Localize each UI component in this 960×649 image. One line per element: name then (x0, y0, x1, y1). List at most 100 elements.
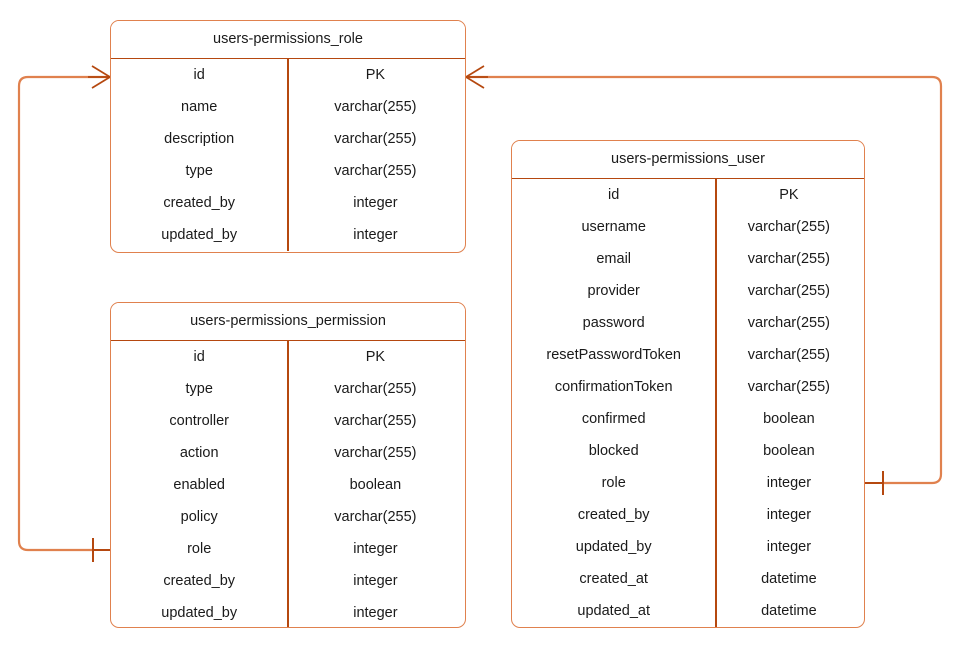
field-type: PK (365, 349, 386, 365)
field-name: name (181, 99, 218, 115)
field-type: varchar(255) (334, 381, 417, 397)
field-row: created_by integer (111, 565, 465, 597)
field-row: type varchar(255) (111, 155, 465, 187)
field-row: enabled boolean (111, 469, 465, 501)
field-row: confirmationToken varchar(255) (512, 371, 864, 403)
field-row: updated_by integer (111, 219, 465, 251)
field-type: PK (779, 187, 799, 203)
column-divider (287, 341, 289, 627)
field-row: password varchar(255) (512, 307, 864, 339)
field-type: integer (353, 541, 398, 557)
field-name: id (608, 187, 620, 203)
field-name: confirmationToken (554, 379, 673, 395)
field-name: id (193, 67, 205, 83)
field-type: integer (766, 539, 812, 555)
field-row: description varchar(255) (111, 123, 465, 155)
field-type: integer (353, 573, 398, 589)
field-row: provider varchar(255) (512, 275, 864, 307)
field-type: integer (766, 507, 812, 523)
field-name: created_by (163, 195, 236, 211)
one-marker-user-role (865, 471, 884, 495)
field-name: created_at (579, 571, 648, 587)
field-name: created_by (577, 507, 650, 523)
field-type: varchar(255) (747, 347, 830, 363)
field-name: password (582, 315, 645, 331)
field-type: varchar(255) (747, 251, 830, 267)
field-type: varchar(255) (747, 283, 830, 299)
field-row: type varchar(255) (111, 373, 465, 405)
crowsfoot-many-marker-right (465, 65, 488, 89)
field-row: action varchar(255) (111, 437, 465, 469)
field-row: confirmed boolean (512, 403, 864, 435)
field-name: resetPasswordToken (546, 347, 681, 363)
field-row: id PK (512, 179, 864, 211)
field-row: id PK (111, 341, 465, 373)
field-type: varchar(255) (747, 379, 830, 395)
field-type: integer (766, 475, 812, 491)
field-row: username varchar(255) (512, 211, 864, 243)
entity-title: users-permissions_role (111, 21, 465, 59)
field-row: created_by integer (111, 187, 465, 219)
field-name: role (187, 541, 212, 557)
field-row: policy varchar(255) (111, 501, 465, 533)
field-name: blocked (588, 443, 639, 459)
field-name: action (179, 445, 219, 461)
field-type: integer (353, 227, 398, 243)
field-row: created_by integer (512, 499, 864, 531)
field-type: varchar(255) (747, 315, 830, 331)
field-row: updated_by integer (512, 531, 864, 563)
field-type: varchar(255) (334, 509, 417, 525)
field-name: username (581, 219, 646, 235)
field-type: varchar(255) (334, 163, 417, 179)
entity-title: users-permissions_permission (111, 303, 465, 341)
field-type: boolean (763, 443, 815, 459)
field-name: updated_by (161, 605, 238, 621)
field-name: updated_by (161, 227, 238, 243)
field-type: varchar(255) (334, 99, 417, 115)
field-name: type (185, 163, 213, 179)
field-type: varchar(255) (334, 445, 417, 461)
field-name: enabled (173, 477, 225, 493)
relationship-role-to-user (465, 65, 943, 495)
field-type: integer (353, 605, 398, 621)
field-row: role integer (512, 467, 864, 499)
column-divider (287, 59, 289, 251)
field-row: resetPasswordToken varchar(255) (512, 339, 864, 371)
field-name: type (185, 381, 213, 397)
field-name: email (596, 251, 632, 267)
field-row: id PK (111, 59, 465, 91)
field-type: PK (365, 67, 386, 83)
field-name: confirmed (581, 411, 646, 427)
field-name: updated_at (577, 603, 650, 619)
entity-table-users-permissions-permission[interactable]: users-permissions_permission id PK type … (110, 302, 466, 628)
crowsfoot-many-marker-left (88, 65, 111, 89)
entity-field-list: id PK name varchar(255) description varc… (111, 59, 465, 251)
column-divider (715, 179, 717, 627)
field-row: role integer (111, 533, 465, 565)
field-type: boolean (349, 477, 402, 493)
field-name: role (601, 475, 626, 491)
field-type: varchar(255) (334, 131, 417, 147)
field-type: varchar(255) (747, 219, 830, 235)
field-type: datetime (761, 603, 817, 619)
field-row: blocked boolean (512, 435, 864, 467)
field-type: varchar(255) (334, 413, 417, 429)
field-name: created_by (163, 573, 236, 589)
entity-table-users-permissions-user[interactable]: users-permissions_user id PK username va… (511, 140, 865, 628)
field-name: description (164, 131, 235, 147)
field-name: updated_by (575, 539, 652, 555)
field-name: policy (180, 509, 218, 525)
field-name: id (193, 349, 205, 365)
field-name: controller (169, 413, 230, 429)
entity-table-users-permissions-role[interactable]: users-permissions_role id PK name varcha… (110, 20, 466, 253)
relationship-role-to-permission (17, 65, 111, 562)
entity-title: users-permissions_user (512, 141, 864, 179)
field-row: updated_by integer (111, 597, 465, 627)
entity-field-list: id PK type varchar(255) controller varch… (111, 341, 465, 627)
field-row: email varchar(255) (512, 243, 864, 275)
field-row: controller varchar(255) (111, 405, 465, 437)
entity-field-list: id PK username varchar(255) email varcha… (512, 179, 864, 627)
field-type: boolean (763, 411, 815, 427)
